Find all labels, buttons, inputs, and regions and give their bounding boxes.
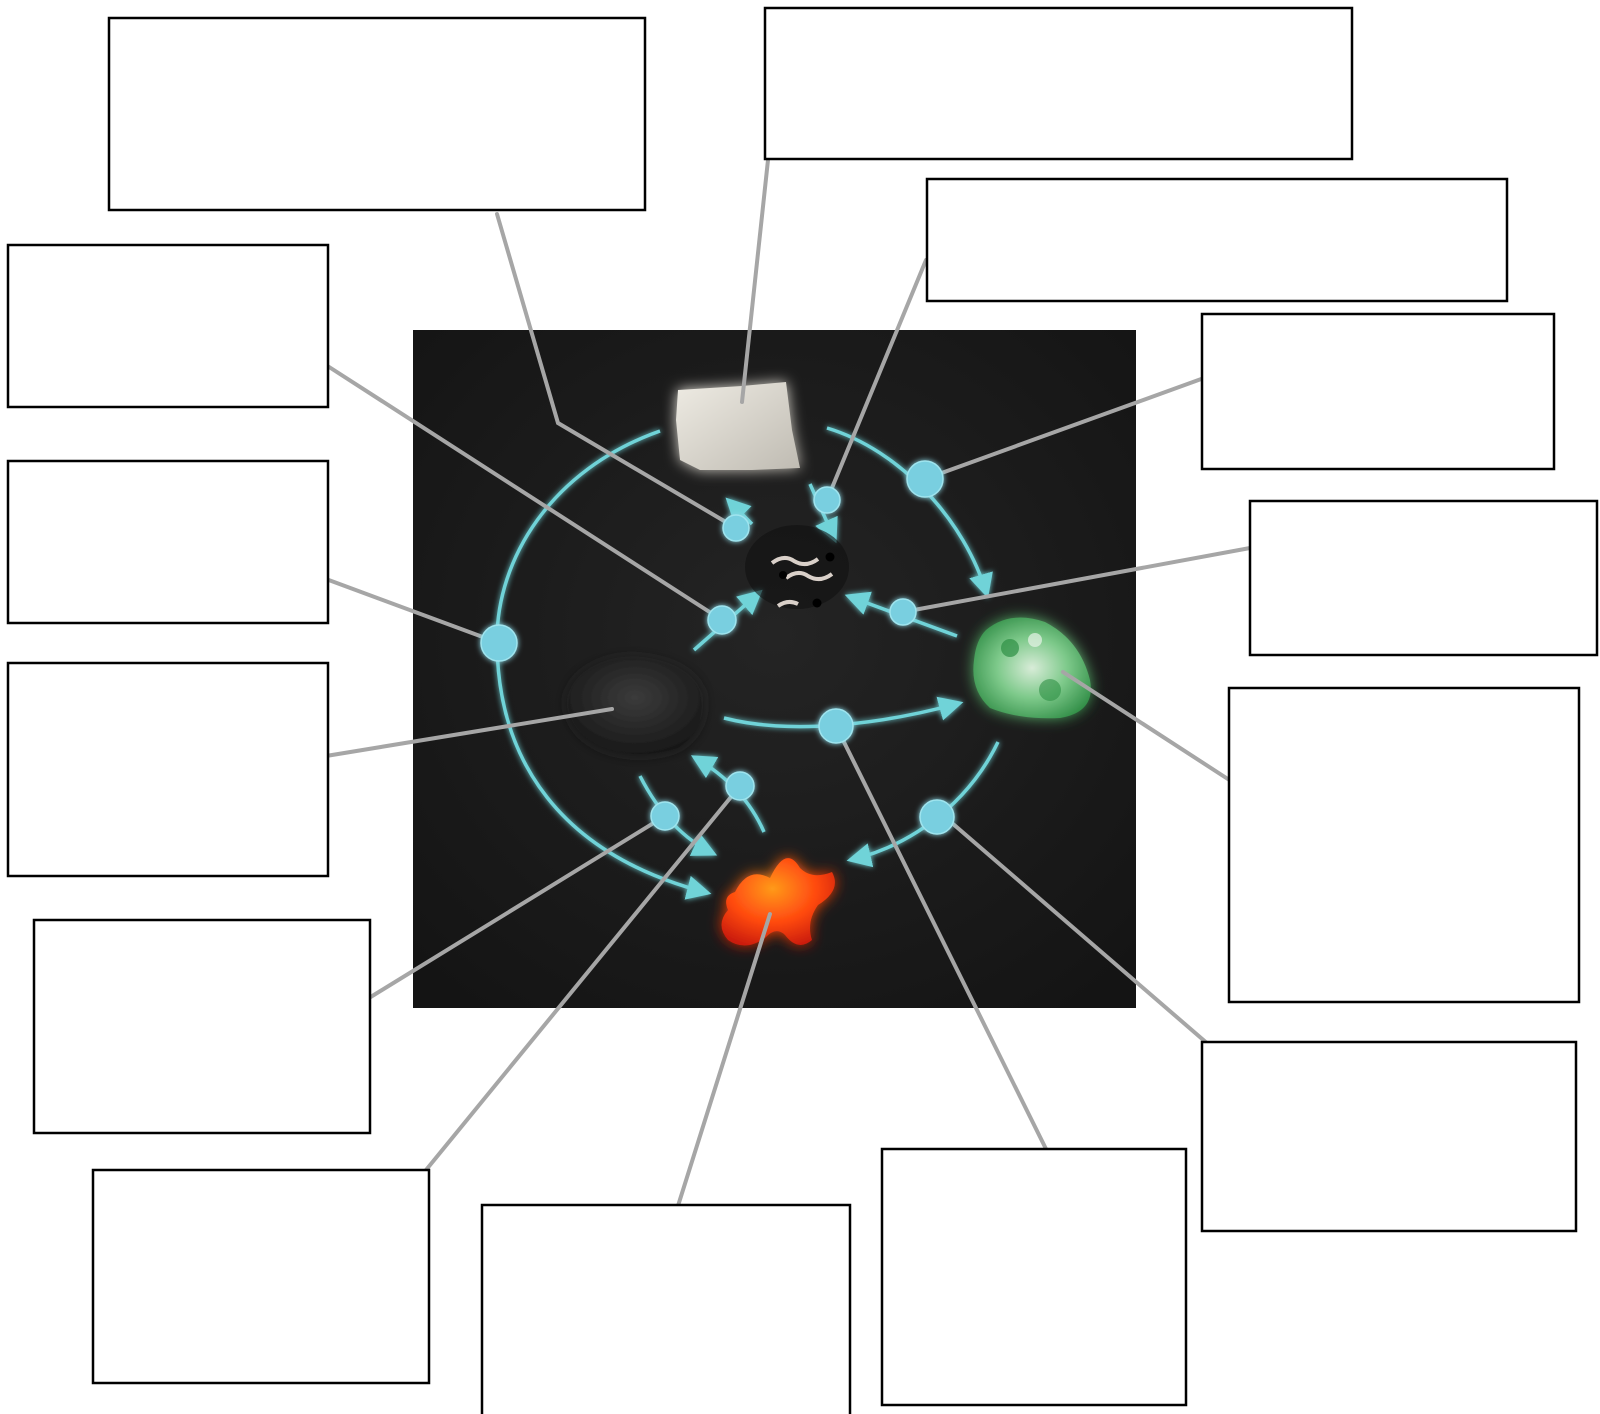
label-box-14[interactable]: [6, 243, 330, 409]
node-heat-pressure-top: [906, 460, 944, 498]
label-box-5[interactable]: [1248, 499, 1599, 657]
sediment-particles: [745, 525, 849, 609]
node-melting-igneous: [650, 801, 680, 831]
label-box-7[interactable]: [1200, 1040, 1578, 1233]
label-box-13[interactable]: [6, 459, 330, 625]
label-box-10[interactable]: [91, 1168, 431, 1385]
label-box-6[interactable]: [1227, 686, 1581, 1004]
igneous-rock: [568, 659, 702, 754]
leader-lines: [324, 158, 1252, 1211]
label-box-11[interactable]: [32, 918, 372, 1135]
label-box-9[interactable]: [480, 1203, 852, 1414]
label-box-4[interactable]: [1200, 312, 1556, 471]
process-nodes: [480, 460, 955, 835]
node-heat-pressure-left: [480, 624, 518, 662]
label-box-8[interactable]: [880, 1147, 1188, 1407]
node-cooling: [725, 771, 755, 801]
node-lithification: [813, 486, 841, 514]
arc-sediment-to-sedimentary: [725, 497, 754, 526]
metamorphic-rock: [973, 617, 1091, 719]
magma: [721, 858, 835, 946]
label-boxes: [6, 6, 1599, 1414]
label-box-2[interactable]: [763, 6, 1354, 161]
node-heat-pressure-middle: [818, 708, 854, 744]
sedimentary-rock: [676, 382, 800, 470]
label-box-1[interactable]: [107, 16, 647, 212]
label-box-3[interactable]: [925, 177, 1509, 303]
node-weathering-metamorphic: [889, 598, 917, 626]
node-melting-metamorphic: [919, 799, 955, 835]
node-weathering-igneous: [707, 605, 737, 635]
label-box-12[interactable]: [6, 661, 330, 878]
node-weathering-sedimentary: [722, 514, 750, 542]
